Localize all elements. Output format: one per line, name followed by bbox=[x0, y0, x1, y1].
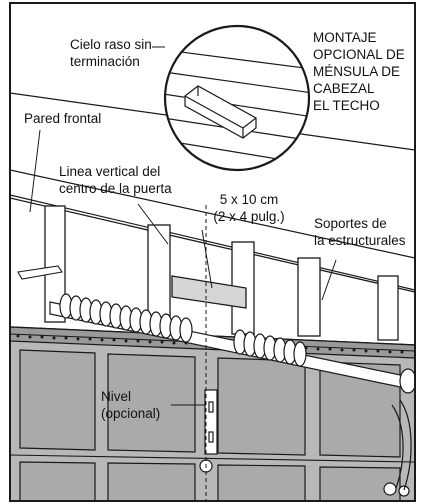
center-line-label: Linea vertical del centro de la puerta bbox=[59, 163, 172, 197]
leader-lines bbox=[29, 46, 337, 406]
front-wall-label: Pared frontal bbox=[24, 111, 102, 126]
lumber-label-line-1: 5 x 10 cm bbox=[219, 192, 279, 207]
level-label: Nivel (opcional) bbox=[101, 388, 160, 422]
level-label-line-2: (opcional) bbox=[101, 406, 161, 421]
mount-label-line-1: MONTAJE bbox=[313, 30, 377, 45]
lumber-label: 5 x 10 cm (2 x 4 pulg.) bbox=[194, 191, 304, 225]
mount-label-line-3: MÉNSULA DE bbox=[313, 64, 401, 79]
supports-label: Soportes de la estructurales bbox=[314, 215, 406, 249]
center-line-label-line-2: centro de la puerta bbox=[59, 181, 172, 196]
ceiling-label: Cielo raso sin terminación bbox=[70, 36, 152, 70]
mount-label-line-2: OPCIONAL DE bbox=[313, 47, 405, 62]
ceiling-label-line-1: Cielo raso sin bbox=[70, 37, 152, 52]
mount-label-line-4: CABEZAL bbox=[313, 81, 375, 96]
level-label-line-1: Nivel bbox=[101, 389, 132, 404]
header-board bbox=[171, 275, 247, 309]
ceiling-label-line-2: terminación bbox=[70, 54, 140, 69]
left-header-element bbox=[17, 265, 63, 280]
lumber-label-line-2: (2 x 4 pulg.) bbox=[213, 209, 285, 224]
supports-label-line-2: la estructurales bbox=[314, 233, 406, 248]
ceiling-mount-inset bbox=[163, 24, 311, 172]
supports-label-line-1: Soportes de bbox=[314, 216, 387, 231]
door-panels bbox=[19, 349, 401, 501]
level-tool bbox=[204, 389, 218, 455]
center-line-label-line-1: Linea vertical del bbox=[59, 164, 161, 179]
diagram-frame bbox=[9, 2, 416, 502]
torsion-spring bbox=[49, 293, 415, 394]
mount-label-line-5: EL TECHO bbox=[313, 98, 380, 113]
mount-label: MONTAJE OPCIONAL DE MÉNSULA DE CABEZAL E… bbox=[313, 29, 405, 114]
